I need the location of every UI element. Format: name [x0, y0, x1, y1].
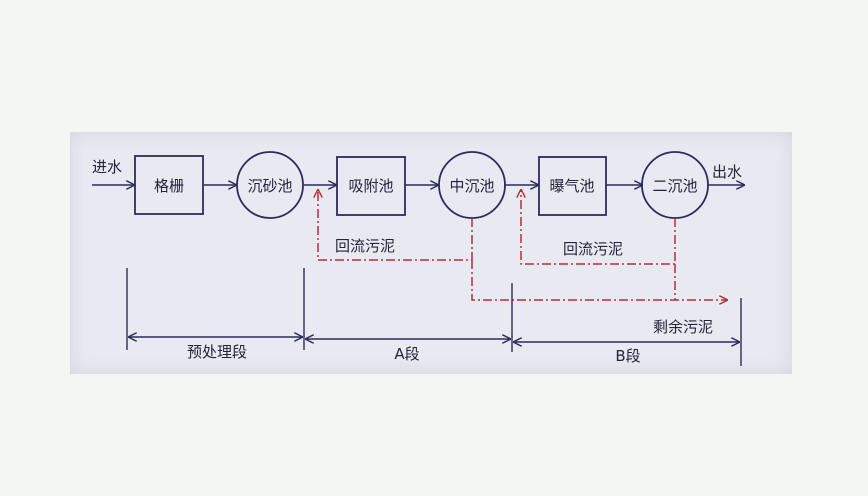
a-stage-label: A段	[394, 345, 419, 363]
grille-box	[134, 155, 204, 215]
grit-chamber-label: 沉砂池	[247, 177, 292, 195]
return-sludge-b-label: 回流污泥	[563, 240, 623, 258]
adsorption-tank-label: 吸附池	[348, 177, 393, 195]
outlet-label: 出水	[712, 163, 742, 181]
return-sludge-line-b	[521, 190, 676, 265]
adsorption-tank-box	[336, 156, 406, 216]
grit-chamber-circle	[236, 151, 304, 219]
excess-sludge-label: 剩余污泥	[653, 318, 713, 336]
secondary-clarifier-label: 二沉池	[652, 177, 697, 195]
return-sludge-a-label: 回流污泥	[335, 237, 395, 255]
excess-sludge-line	[471, 260, 727, 300]
pretreatment-stage-label: 预处理段	[187, 343, 247, 361]
return-sludge-line-a	[318, 190, 473, 261]
aeration-tank-box	[538, 156, 607, 216]
b-stage-label: B段	[615, 347, 640, 365]
inlet-label: 进水	[92, 158, 122, 176]
grille-label: 格栅	[154, 177, 184, 195]
intermediate-clarifier-label: 中沉池	[449, 177, 494, 195]
aeration-tank-label: 曝气池	[549, 177, 594, 195]
